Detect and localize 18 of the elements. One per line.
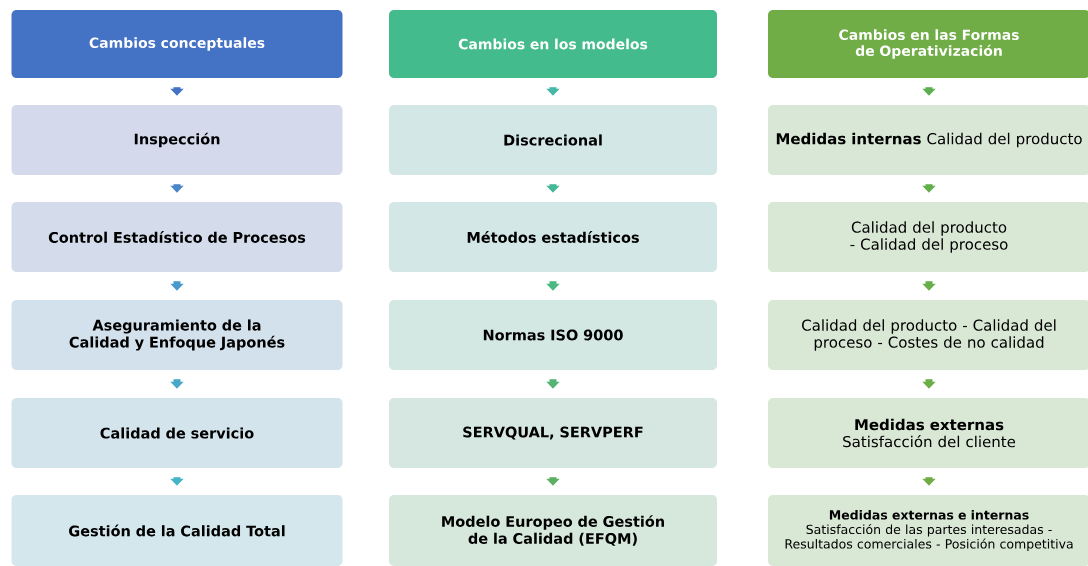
process-box: Control Estadístico de Procesos [11,202,343,272]
header-box: Cambios en las Formas de Operativización [768,10,1088,78]
process-box: Calidad del producto - Calidad del proceso [768,202,1088,272]
process-box: Calidad de servicio [11,398,343,468]
process-box: Métodos estadísticos [389,202,717,272]
process-box: Gestión de la Calidad Total [11,495,343,566]
process-box: Inspección [11,105,343,175]
process-box: Aseguramiento de la Calidad y Enfoque Japonés [11,300,343,370]
process-box: Medidas externas Satisfacción del cliente [768,398,1088,468]
process-box: Medidas internas Calidad del producto [768,105,1088,175]
process-box: SERVQUAL, SERVPERF [389,398,717,468]
header-box: Cambios conceptuales [11,10,343,78]
process-box: Medidas externas e internas Satisfacción de las partes interesadas - Resultados comerciales - Posición competitiva [768,495,1088,566]
process-box: Modelo Europeo de Gestión de la Calidad (EFQM) [389,495,717,566]
header-box: Cambios en los modelos [389,10,717,78]
process-box: Normas ISO 9000 [389,300,717,370]
process-box: Calidad del producto - Calidad del proceso - Costes de no calidad [768,300,1088,370]
process-box: Discrecional [389,105,717,175]
